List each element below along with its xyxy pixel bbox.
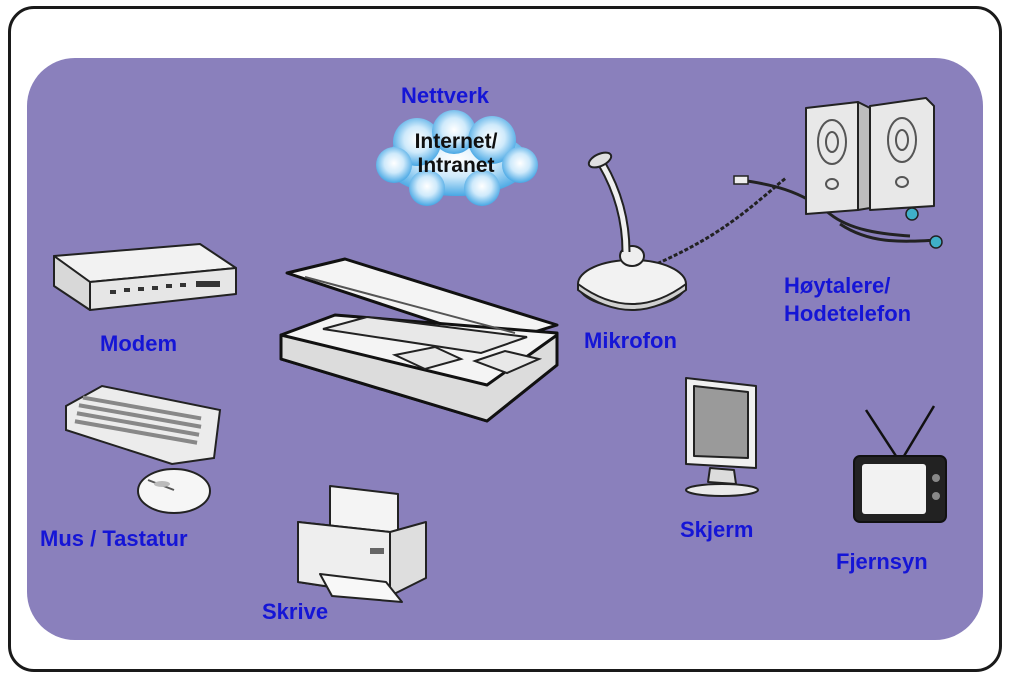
mouse-keyboard-label: Mus / Tastatur — [40, 526, 188, 551]
printer-icon — [297, 485, 427, 603]
modem-icon — [53, 243, 237, 311]
microphone-icon — [577, 151, 787, 311]
monitor-icon — [685, 377, 759, 497]
printer-label: Skrive — [262, 599, 329, 624]
cloud-label: Internet/ Intranet — [388, 130, 524, 178]
cloud-label-line1: Internet/ — [414, 130, 498, 153]
speakers-label: Høytalere/ Hodetelefon — [784, 272, 911, 328]
network-label: Nettverk — [401, 83, 490, 108]
cloud-icon — [376, 110, 538, 206]
speakers-label-line2: Hodetelefon — [784, 301, 912, 326]
keyboard-icon — [65, 384, 222, 466]
television-icon — [853, 405, 947, 523]
laptop-icon — [279, 257, 559, 423]
cloud-label-line2: Intranet — [417, 154, 495, 177]
modem-label: Modem — [100, 331, 177, 356]
microphone-label: Mikrofon — [584, 328, 677, 353]
television-label: Fjernsyn — [836, 549, 928, 574]
speakers-icon — [733, 97, 943, 249]
monitor-label: Skjerm — [680, 517, 754, 542]
speakers-label-line1: Høytalere/ — [784, 273, 891, 298]
mouse-icon — [137, 468, 211, 514]
